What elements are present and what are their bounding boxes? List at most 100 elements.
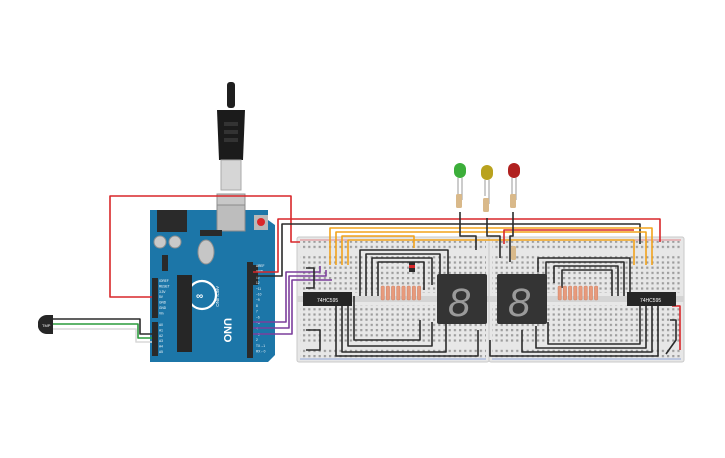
resistor[interactable] [391,285,395,301]
analog-pin-label: A2 [159,334,163,338]
digital-pin-label: AREF [256,264,265,268]
led-green [454,163,466,208]
wire-black-a1 [359,249,449,296]
power-pin-label: 3.3V [159,290,166,294]
wires[interactable] [53,195,681,357]
resistor[interactable] [412,285,416,301]
wire-purple-3 [253,279,332,335]
power-jack [157,210,187,232]
power-pin-label: GND [159,306,167,310]
seven-segment-digit-left: 8 [448,281,471,325]
wire-black-a7 [341,305,447,353]
resistor[interactable] [568,285,573,301]
resistor[interactable] [563,285,567,301]
seven-segment-display-left[interactable]: 8 [437,274,487,325]
usb-cable[interactable] [216,82,246,225]
resistor[interactable] [406,285,411,301]
resistor[interactable] [380,285,385,301]
seven-segment-digit-right: 8 [508,281,531,325]
temperature-sensor[interactable]: TMP [38,314,53,335]
wire-black-a5 [353,296,421,341]
wire-sensor-white [53,328,152,343]
arduino-brand-text: ARDUINO [215,286,220,307]
resistor [511,246,516,260]
resistor-array-left[interactable] [380,285,421,301]
wire-red-rail [253,218,661,273]
power-header [152,278,158,318]
resistor[interactable] [401,285,406,301]
digital-pin-label: ~5 [256,321,260,325]
arduino-model-text: UNO [221,318,233,343]
resistor [483,198,489,212]
wire-black-b6 [535,305,647,349]
wire-black-b2 [545,261,625,296]
wire-orange-1 [329,227,653,265]
digital-pin-label: 13 [256,275,260,279]
wire-red-power [109,195,300,298]
arduino-uno-board[interactable]: ∞ ARDUINO UNO AREFGND1312~11~10~987~6~54… [150,204,275,362]
digital-header [247,262,253,358]
digital-pin-label: RX←0 [256,350,266,354]
led-group[interactable] [409,163,520,272]
shift-register-left-label: 74HC595 [317,298,338,304]
shift-register-right[interactable]: 74HC595 [627,292,676,306]
wire-black-b4 [561,269,613,296]
resistor[interactable] [396,285,401,301]
wire-black-b3 [553,265,619,296]
wire-black-b5 [547,305,641,345]
wire-black-b9 [665,319,677,355]
wire-orange-3 [341,235,415,265]
analog-header [152,322,158,356]
svg-text:∞: ∞ [196,291,203,302]
digital-pin-label: 12 [256,281,260,285]
resistor[interactable] [386,285,390,301]
seven-segment-display-right[interactable]: 8 [497,274,547,325]
power-pin-label: 5V [159,295,164,299]
power-pin-label: Vin [159,311,164,315]
wire-black-b7 [521,305,653,353]
resistor[interactable] [594,285,599,301]
wire-purple-1 [253,266,321,323]
led-red [508,163,520,208]
wire-orange-4 [347,239,635,265]
wire-black-a6 [347,305,433,347]
digital-pin-label: 8 [256,304,258,308]
digital-pin-label: 2 [256,338,258,342]
wire-led-green [459,212,477,250]
temperature-sensor-label: TMP [42,323,51,328]
resistor[interactable] [557,285,562,301]
wire-led-yellow [486,218,501,258]
digital-pin-label: ~6 [256,315,260,319]
resistor[interactable] [578,285,583,301]
power-pin-label: RESET [159,284,170,288]
wire-black-rail [253,223,641,277]
power-pin-label: GND [159,301,167,305]
digital-pin-label: 7 [256,310,258,314]
resistor[interactable] [417,285,421,301]
wire-sensor-green [53,323,152,339]
resistor-array-right[interactable] [557,285,599,301]
analog-pin-label: A5 [159,350,163,354]
usb-port [216,204,246,232]
analog-pin-label: A0 [159,323,163,327]
wire-red-short [503,229,634,244]
wire-black-a9 [306,329,321,351]
digital-pin-label: ~9 [256,298,260,302]
analog-pin-label: A3 [159,339,163,343]
resistor[interactable] [573,285,578,301]
digital-pin-label: ~11 [256,287,261,291]
wire-purple-2 [253,270,327,329]
shift-register-left[interactable]: 74HC595 [303,292,352,306]
resistor[interactable] [583,285,588,301]
wire-black-a2 [365,253,441,296]
atmega-chip [177,275,192,352]
wire-black-b1 [537,257,631,296]
resistor [456,194,462,208]
analog-pin-label: A4 [159,345,163,349]
analog-pin-label: A1 [159,328,163,332]
resistor[interactable] [589,285,593,301]
wire-black-a4 [377,261,425,296]
power-pin-label: IOREF [159,279,169,283]
